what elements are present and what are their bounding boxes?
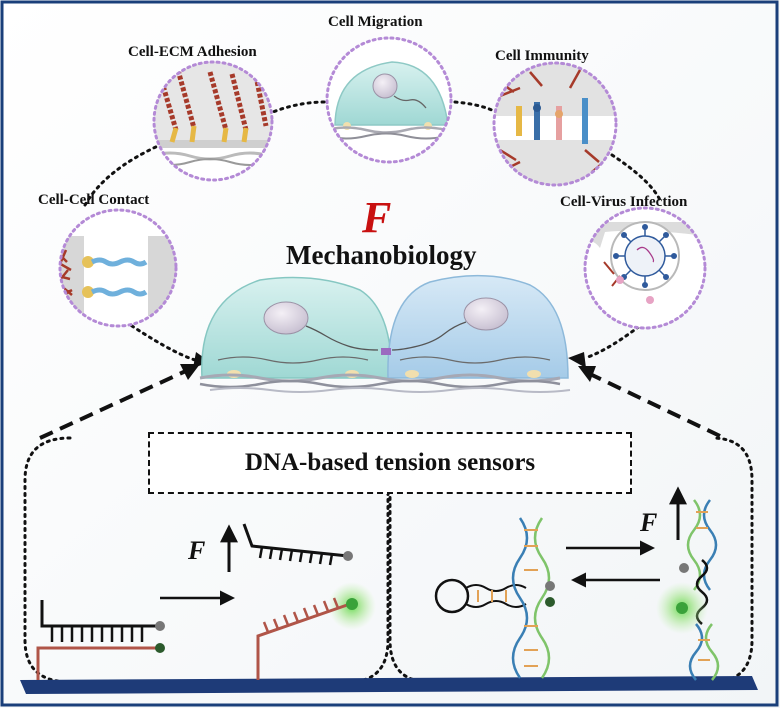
label-cell-cell-contact: Cell-Cell Contact (38, 192, 150, 208)
right-sensor (434, 486, 720, 681)
left-sensor (36, 523, 376, 680)
sensor-title: DNA-based tension sensors (244, 449, 536, 476)
label-cell-ecm-adhesion: Cell-ECM Adhesion (128, 44, 257, 60)
mechanobiology-title: Mechanobiology (286, 240, 477, 270)
label-cell-virus-infection: Cell-Virus Infection (560, 194, 688, 210)
label-cell-immunity: Cell Immunity (495, 48, 589, 64)
force-symbol: F (362, 193, 392, 242)
panel-cell-migration (325, 36, 453, 164)
left-force-label: F (188, 536, 206, 565)
sensor-title-box: DNA-based tension sensors (148, 432, 632, 494)
right-force-label: F (640, 508, 658, 537)
right-arc-arrowhead (568, 352, 586, 368)
central-cells (199, 274, 571, 393)
label-cell-migration: Cell Migration (328, 14, 423, 30)
surface-plate (20, 676, 758, 694)
panel-cell-immunity (492, 61, 618, 187)
panel-cell-virus-infection (583, 206, 707, 330)
